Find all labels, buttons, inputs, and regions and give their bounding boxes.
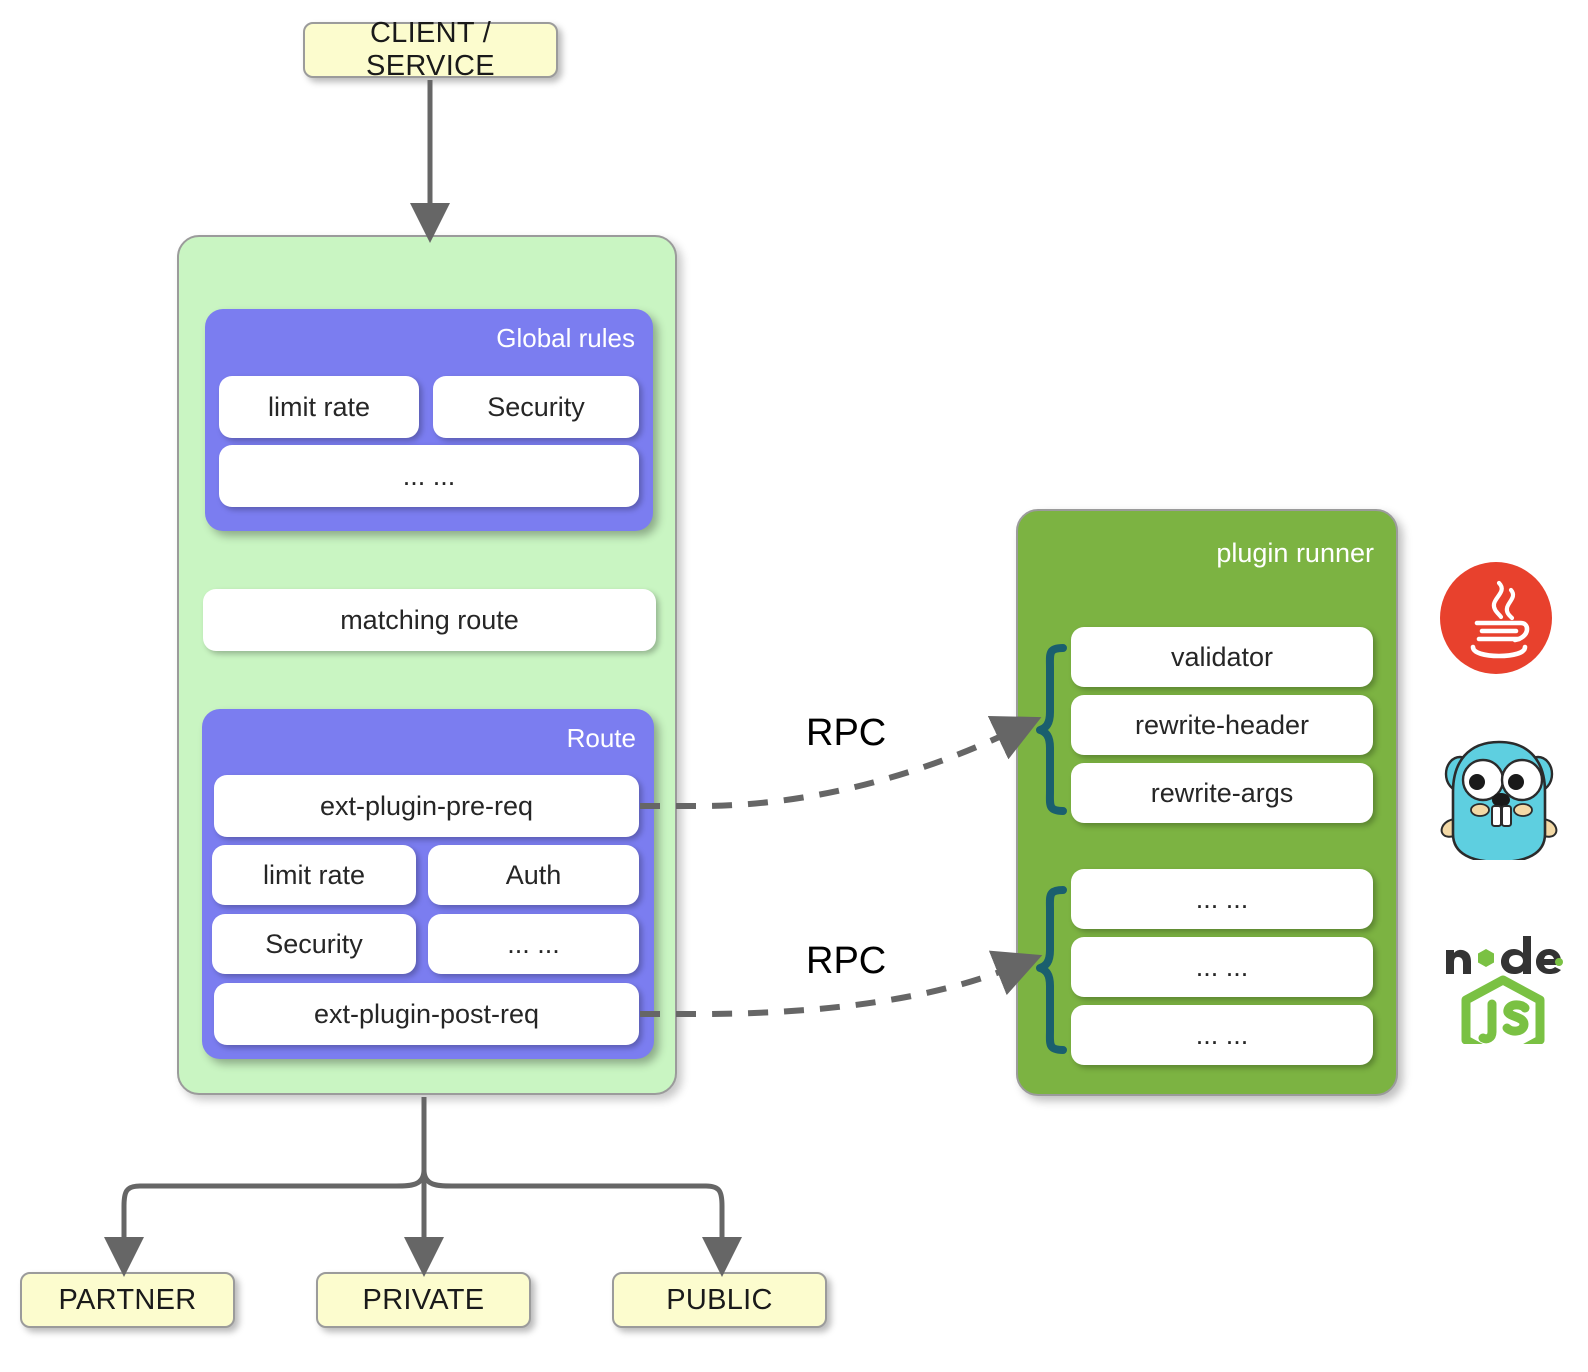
route-plugin-security[interactable]: Security (212, 914, 416, 974)
rpc-label-top-text: RPC (806, 712, 887, 754)
route-plugin-ext-plugin-pre-req[interactable]: ext-plugin-pre-req (214, 775, 639, 837)
go-gopher-logo (1440, 740, 1558, 860)
global-plugin-more[interactable]: ... ... (219, 445, 639, 507)
upstream-node-private-label: PRIVATE (362, 1283, 485, 1316)
upstream-node-public-label: PUBLIC (666, 1283, 773, 1316)
edge-branch-to-public (421, 1169, 742, 1277)
route-plugin-more[interactable]: ... ... (428, 914, 639, 974)
route-plugin-more-label: ... ... (507, 928, 560, 959)
global-rules-title: Global rules (496, 323, 635, 353)
matching-route-label: matching route (340, 604, 519, 635)
global-plugin-security-label: Security (487, 391, 585, 422)
runner-plugin-more-1-label: ... ... (1195, 883, 1249, 914)
edge-branch-to-partner (104, 1169, 427, 1277)
route-plugin-ext-plugin-pre-req-label: ext-plugin-pre-req (319, 790, 534, 821)
runner-plugin-validator[interactable]: validator (1071, 627, 1373, 687)
matching-route-node[interactable]: matching route (203, 589, 656, 651)
global-plugin-more-label: ... ... (402, 460, 456, 491)
runner-plugin-more-2[interactable]: ... ... (1071, 937, 1373, 997)
runner-plugin-more-2-label: ... ... (1195, 951, 1249, 982)
global-plugin-limit-rate[interactable]: limit rate (219, 376, 419, 438)
rpc-label-top: RPC (806, 712, 886, 755)
upstream-node-partner-label: PARTNER (58, 1283, 197, 1316)
runner-plugin-rewrite-header[interactable]: rewrite-header (1071, 695, 1373, 755)
plugin-runner-title: plugin runner (1216, 538, 1374, 568)
route-plugin-auth[interactable]: Auth (428, 845, 639, 905)
upstream-node-private[interactable]: PRIVATE (316, 1272, 531, 1328)
global-plugin-security[interactable]: Security (433, 376, 639, 438)
upstream-node-partner[interactable]: PARTNER (20, 1272, 235, 1328)
upstream-node-public[interactable]: PUBLIC (612, 1272, 827, 1328)
runner-plugin-more-3[interactable]: ... ... (1071, 1005, 1373, 1065)
route-plugin-limit-rate[interactable]: limit rate (212, 845, 416, 905)
global-plugin-limit-rate-label: limit rate (267, 391, 370, 422)
route-plugin-ext-plugin-post-req-label: ext-plugin-post-req (313, 998, 540, 1029)
runner-plugin-more-3-label: ... ... (1195, 1019, 1249, 1050)
rpc-label-bottom: RPC (806, 940, 886, 983)
runner-plugin-rewrite-header-label: rewrite-header (1134, 709, 1310, 740)
route-plugin-limit-rate-label: limit rate (262, 859, 365, 890)
runner-plugin-rewrite-args[interactable]: rewrite-args (1071, 763, 1373, 823)
client-service-label: CLIENT / SERVICE (366, 17, 495, 82)
route-plugin-ext-plugin-post-req[interactable]: ext-plugin-post-req (214, 983, 639, 1045)
runner-plugin-validator-label: validator (1170, 641, 1274, 672)
runner-plugin-rewrite-args-label: rewrite-args (1150, 777, 1294, 808)
route-plugin-auth-label: Auth (505, 859, 562, 890)
nodejs-logo (1446, 936, 1563, 1044)
runner-plugin-more-1[interactable]: ... ... (1071, 869, 1373, 929)
route-title: Route (566, 723, 636, 753)
route-plugin-security-label: Security (265, 928, 363, 959)
rpc-label-bottom-text: RPC (806, 940, 887, 982)
client-service-node[interactable]: CLIENT / SERVICE (303, 17, 558, 82)
java-logo (1440, 562, 1552, 674)
